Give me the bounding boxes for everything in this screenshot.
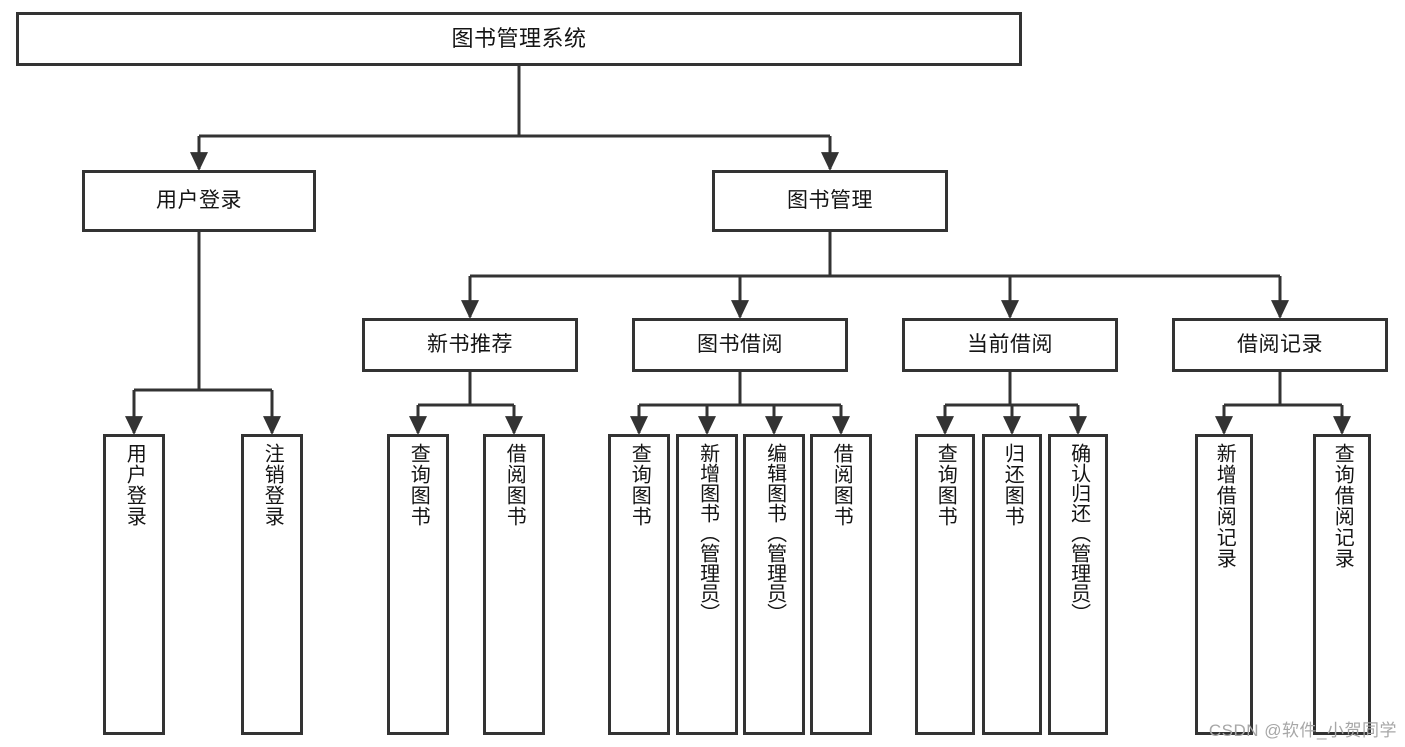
node-label: 图书借阅 [697,332,783,356]
node-label: 图书管理 [787,188,873,212]
node-leaf-user-login[interactable]: 用户登录 [103,434,165,735]
connector-arrowhead [125,416,143,435]
node-label: 借阅记录 [1237,332,1323,356]
node-leaf-query-book-1[interactable]: 查询图书 [387,434,449,735]
node-leaf-user-logout[interactable]: 注销登录 [241,434,303,735]
node-label: 图书管理系统 [451,26,587,52]
connector-arrowhead [698,416,716,435]
node-label: 编辑图书（管理员） [763,443,786,623]
node-label: 确认归还（管理员） [1067,443,1090,623]
node-leaf-query-book-2[interactable]: 查询图书 [608,434,670,735]
node-label: 借阅图书 [830,443,853,527]
node-label: 新增图书（管理员） [696,443,719,623]
node-leaf-confirm-return[interactable]: 确认归还（管理员） [1048,434,1108,735]
watermark: CSDN @软件_小贺同学 [1208,721,1397,740]
node-new-book-rec[interactable]: 新书推荐 [362,318,578,372]
node-label: 当前借阅 [967,332,1053,356]
connector-arrowhead [1069,416,1087,435]
node-label: 新书推荐 [427,332,513,356]
node-label: 用户登录 [123,443,146,527]
node-leaf-edit-book[interactable]: 编辑图书（管理员） [743,434,805,735]
node-borrow-record[interactable]: 借阅记录 [1172,318,1388,372]
node-leaf-query-record[interactable]: 查询借阅记录 [1313,434,1371,735]
connector-arrowhead [1333,416,1351,435]
node-label: 借阅图书 [503,443,526,527]
node-label: 用户登录 [156,188,242,212]
connector-arrowhead [409,416,427,435]
node-leaf-add-book[interactable]: 新增图书（管理员） [676,434,738,735]
node-user-login[interactable]: 用户登录 [82,170,316,232]
node-label: 注销登录 [261,443,284,527]
node-book-manage[interactable]: 图书管理 [712,170,948,232]
node-root[interactable]: 图书管理系统 [16,12,1022,66]
connector-arrowhead [1001,300,1019,319]
node-label: 归还图书 [1001,443,1024,527]
connector-arrowhead [832,416,850,435]
connector-arrowhead [1215,416,1233,435]
node-label: 查询图书 [628,443,651,527]
connector-arrowhead [190,152,208,171]
node-leaf-query-book-3[interactable]: 查询图书 [915,434,975,735]
node-leaf-return-book[interactable]: 归还图书 [982,434,1042,735]
node-label: 查询图书 [934,443,957,527]
node-label: 新增借阅记录 [1213,443,1236,569]
connector-arrowhead [731,300,749,319]
node-label: 查询借阅记录 [1331,443,1354,569]
connector-arrowhead [821,152,839,171]
node-current-borrow[interactable]: 当前借阅 [902,318,1118,372]
node-leaf-borrow-book-1[interactable]: 借阅图书 [483,434,545,735]
connector-arrowhead [1271,300,1289,319]
node-leaf-add-record[interactable]: 新增借阅记录 [1195,434,1253,735]
connector-arrowhead [461,300,479,319]
node-label: 查询图书 [407,443,430,527]
connector-arrowhead [505,416,523,435]
connector-arrowhead [263,416,281,435]
connector-arrowhead [765,416,783,435]
connector-arrowhead [1003,416,1021,435]
connector-arrowhead [936,416,954,435]
node-leaf-borrow-book-2[interactable]: 借阅图书 [810,434,872,735]
connector-arrowhead [630,416,648,435]
node-book-borrow[interactable]: 图书借阅 [632,318,848,372]
